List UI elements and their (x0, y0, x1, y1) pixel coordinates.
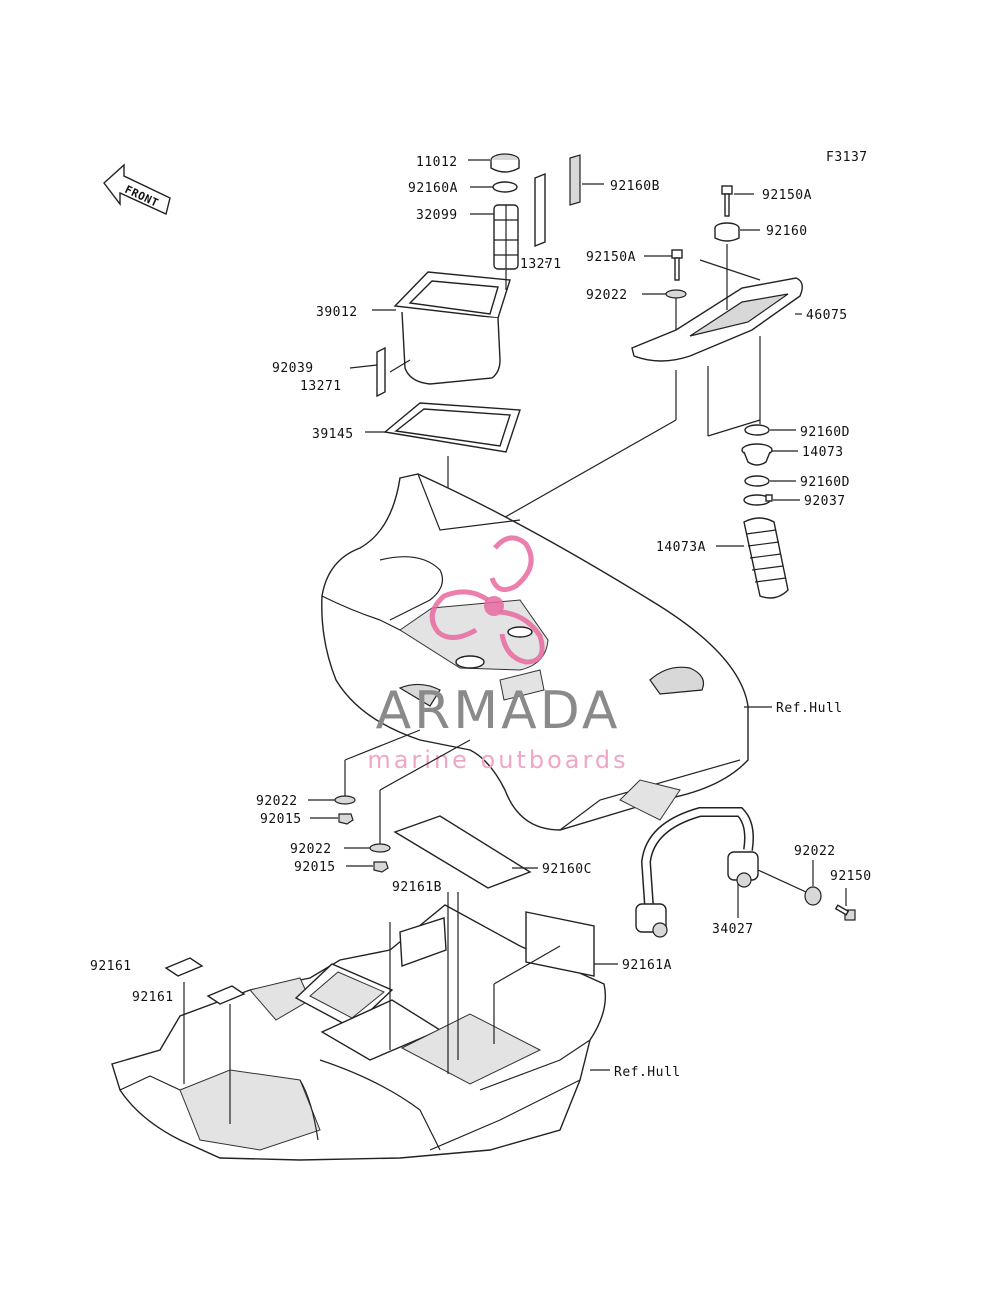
gasket-39145 (383, 402, 521, 453)
label-92015-b: 92015 (294, 860, 336, 875)
pad-92161a (525, 911, 595, 977)
leader-lines-lower (183, 706, 847, 1124)
label-11012: 11012 (416, 155, 458, 170)
hull-deck (321, 473, 749, 831)
label-92022-top: 92022 (586, 288, 628, 303)
washer-92022-a (334, 795, 356, 805)
label-ref-hull-upper: Ref.Hull (776, 701, 843, 716)
oring-92160a (492, 181, 518, 193)
label-14073a: 14073A (656, 540, 706, 555)
label-92161b: 92161B (392, 880, 442, 895)
nut-92015-a (338, 813, 354, 825)
washer-92022-right (804, 886, 822, 906)
pad-92161-b (206, 985, 246, 1005)
plate-13271-lower (376, 346, 386, 398)
washer-92022-b (369, 843, 391, 853)
label-92037: 92037 (804, 494, 846, 509)
bushing-92160 (714, 222, 740, 242)
bolt-92150a-left (671, 249, 683, 281)
clamp-92037 (743, 494, 773, 506)
pad-92160b (569, 154, 581, 206)
watermark: ARMADA marine outboards (367, 535, 628, 774)
nut-92015-b (373, 861, 389, 873)
label-14073: 14073 (802, 445, 844, 460)
bolt-92150 (834, 904, 856, 921)
hose-14073a (743, 517, 789, 599)
label-92022-a: 92022 (256, 794, 298, 809)
fitting-32099 (493, 204, 519, 270)
label-92150a-left: 92150A (586, 250, 636, 265)
label-39012: 39012 (316, 305, 358, 320)
label-92160: 92160 (766, 224, 808, 239)
oring-92160d-b (744, 475, 770, 487)
label-92150: 92150 (830, 869, 872, 884)
mat-92160c (393, 815, 532, 889)
pads-lower (164, 911, 595, 1005)
label-92161-b: 92161 (132, 990, 174, 1005)
hull-lower (111, 904, 607, 1161)
label-13271-lower: 13271 (300, 379, 342, 394)
label-32099: 32099 (416, 208, 458, 223)
label-92150a-right: 92150A (762, 188, 812, 203)
plate-13271-upper (534, 172, 546, 248)
pad-92161b (399, 917, 447, 967)
handle-34027 (635, 807, 759, 938)
label-92015-a: 92015 (260, 812, 302, 827)
figure-code: F3137 (826, 150, 868, 165)
label-92160b: 92160B (610, 179, 660, 194)
label-92160d-b: 92160D (800, 475, 850, 490)
storage-bin-39012 (393, 271, 511, 385)
label-13271-upper: 13271 (520, 257, 562, 272)
label-92022-right: 92022 (794, 844, 836, 859)
vent-14073 (741, 443, 773, 466)
label-39145: 39145 (312, 427, 354, 442)
label-92022-b: 92022 (290, 842, 332, 857)
label-46075: 46075 (806, 308, 848, 323)
part-labels: 11012 92160A 32099 13271 39012 92039 132… (90, 155, 872, 1080)
front-arrow-icon: FRONT (103, 163, 171, 215)
watermark-logo-icon (429, 535, 545, 665)
label-92160c: 92160C (542, 862, 592, 877)
oring-92160d-a (744, 424, 770, 436)
label-92161a: 92161A (622, 958, 672, 973)
pad-92161-a (164, 957, 204, 977)
grip-46075 (631, 277, 803, 362)
watermark-tagline: marine outboards (367, 746, 628, 774)
label-92160a: 92160A (408, 181, 458, 196)
watermark-brand: ARMADA (376, 681, 621, 741)
label-92161-a: 92161 (90, 959, 132, 974)
label-ref-hull-lower: Ref.Hull (614, 1065, 681, 1080)
washer-92022-top (665, 289, 687, 299)
label-92160d-a: 92160D (800, 425, 850, 440)
bolt-92150a-right (721, 185, 733, 217)
cap-11012 (490, 153, 520, 173)
label-34027: 34027 (712, 922, 754, 937)
label-92039: 92039 (272, 361, 314, 376)
